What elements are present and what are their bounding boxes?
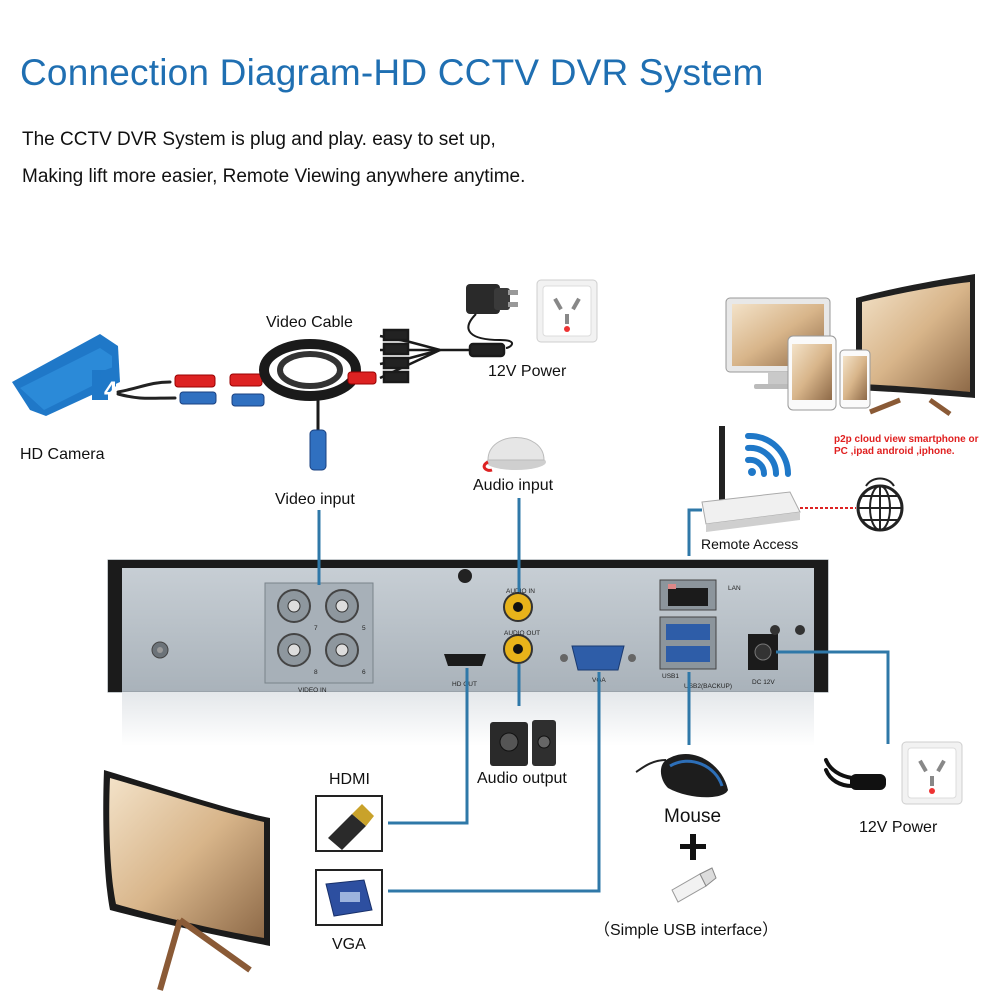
label-hdmi: HDMI <box>329 771 370 788</box>
panel-label-audio-out: AUDIO OUT <box>504 630 540 637</box>
label-p2p-note: p2p cloud view smartphone or PC ,ipad an… <box>834 434 979 457</box>
panel-label-usb1: USB1 <box>662 673 679 680</box>
label-audio-input: Audio input <box>473 477 554 494</box>
panel-label-audio-in: AUDIO IN <box>506 588 535 595</box>
panel-label-usb2: USB2(BACKUP) <box>684 683 732 690</box>
camera-cable <box>116 373 265 407</box>
label-mouse: Mouse <box>664 806 722 827</box>
panel-label-ch7: 7 <box>314 625 318 632</box>
hdmi-plug-icon <box>315 795 383 852</box>
page-title: Connection Diagram-HD CCTV DVR System <box>20 52 764 93</box>
power-splitter-icon <box>379 328 506 384</box>
label-usb-interface: （Simple USB interface） <box>594 922 779 939</box>
speakers-icon <box>490 720 556 766</box>
label-remote-access: Remote Access <box>701 536 799 552</box>
connector-lines <box>317 498 890 893</box>
wifi-icon <box>745 432 792 477</box>
label-video-cable: Video Cable <box>266 314 353 331</box>
mouse-icon <box>635 753 728 798</box>
power-socket-right-icon <box>901 741 963 805</box>
svg-text:4: 4 <box>104 377 118 404</box>
remote-devices-icon <box>725 274 975 417</box>
router-icon <box>701 426 801 532</box>
label-video-input: Video input <box>275 491 355 508</box>
label-hd-camera: HD Camera <box>20 446 105 463</box>
label-vga: VGA <box>332 936 366 953</box>
monitor-icon <box>103 770 270 991</box>
label-12v-power-top: 12V Power <box>488 363 567 380</box>
panel-label-ch8: 8 <box>314 669 318 676</box>
subtitle-line-1: The CCTV DVR System is plug and play. ea… <box>22 129 496 150</box>
video-cable-coil-icon <box>259 339 377 471</box>
label-audio-output: Audio output <box>477 770 567 787</box>
hd-camera-icon: 4 <box>12 334 120 416</box>
vga-plug-icon <box>315 869 383 926</box>
power-socket-icon <box>536 279 598 343</box>
microphone-icon <box>482 437 546 472</box>
usb-stick-icon <box>671 867 717 903</box>
panel-label-video-in: VIDEO IN <box>298 687 327 694</box>
dc-cable-icon <box>824 758 886 790</box>
power-adapter-icon <box>466 284 518 349</box>
panel-label-hd-out: HD OUT <box>452 681 477 688</box>
plus-icon <box>680 834 706 860</box>
subtitle-line-2: Making lift more easier, Remote Viewing … <box>22 166 526 187</box>
panel-label-ch5: 5 <box>362 625 366 632</box>
panel-label-dc: DC 12V <box>752 679 775 686</box>
globe-icon <box>856 477 904 532</box>
label-12v-power-right: 12V Power <box>859 819 938 836</box>
panel-label-ch6: 6 <box>362 669 366 676</box>
panel-label-lan: LAN <box>728 585 741 592</box>
